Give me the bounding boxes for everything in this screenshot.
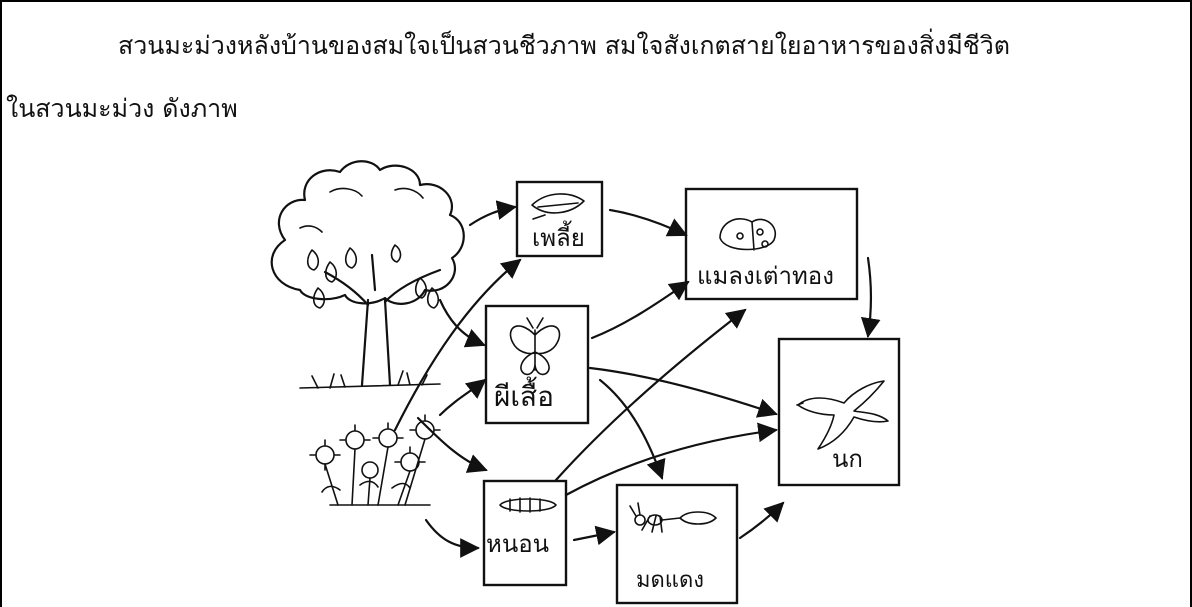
butterfly-box: ผีเสื้อ (484, 304, 590, 425)
bird-box: นก (777, 337, 901, 487)
question-text-line-2: ในสวนมะม่วง ดังภาพ (6, 94, 238, 123)
food-web-arrows (393, 200, 881, 558)
butterfly-label: ผีเสื้อ (494, 376, 554, 413)
ladybug-box: แมลงเต่าทอง (684, 187, 859, 301)
bird-label: นก (832, 445, 863, 473)
red-ant-box: มดแดง (615, 483, 739, 605)
caterpillar-label: หนอน (486, 530, 549, 558)
caterpillar-box: หนอน (482, 479, 568, 587)
mango-tree-drawing (270, 160, 465, 389)
leafhopper-label: เพลี้ย (532, 220, 585, 252)
ladybug-label: แมลงเต่าทอง (697, 262, 834, 290)
red-ant-label: มดแดง (636, 568, 704, 593)
flowers-drawing (309, 414, 441, 506)
question-text-line-1: สวนมะม่วงหลังบ้านของสมใจเป็นสวนชีวภาพ สม… (118, 31, 1011, 60)
leafhopper-box: เพลี้ย (515, 180, 604, 258)
